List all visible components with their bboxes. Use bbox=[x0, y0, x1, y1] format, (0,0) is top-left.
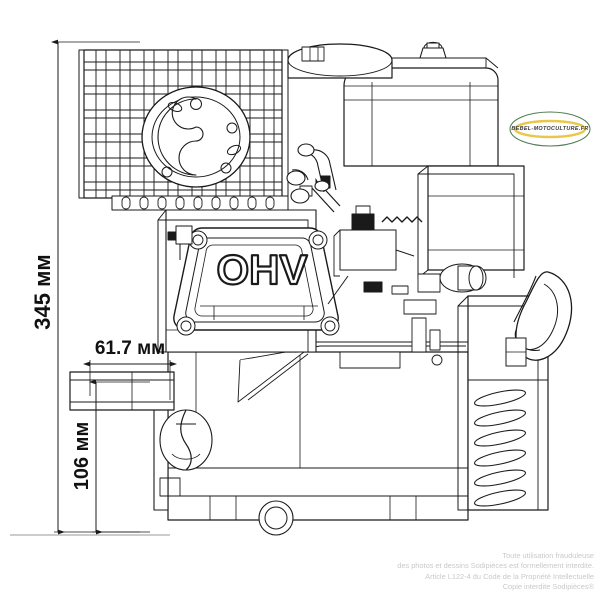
dimension-label-345: 345 мм bbox=[30, 254, 55, 329]
breather-tube bbox=[286, 143, 337, 204]
flywheel-cover bbox=[287, 43, 393, 79]
copyright-line-2: des photos et dessins Sodipièces est for… bbox=[397, 561, 594, 571]
engine-assembly: OHV bbox=[10, 41, 573, 536]
dimension-overall-height: 345 мм bbox=[30, 39, 140, 535]
spark-plug bbox=[167, 225, 193, 260]
air-filter-housing bbox=[417, 165, 525, 293]
fuel-tank bbox=[343, 41, 499, 167]
valve-cover bbox=[173, 227, 340, 336]
fuel-tank-cap bbox=[419, 41, 447, 59]
head-bolt-row bbox=[111, 195, 289, 211]
dimension-label-61-7: 61.7 мм bbox=[95, 338, 165, 359]
exhaust-port-flange bbox=[141, 86, 251, 188]
output-shaft bbox=[69, 371, 175, 411]
side-detail bbox=[339, 273, 443, 369]
dimension-shaft-height: 106 мм bbox=[71, 379, 150, 535]
valve-cover-ohv-text: OHV bbox=[216, 246, 307, 293]
copyright-notice: Toute utilisation frauduleuse des photos… bbox=[397, 551, 594, 592]
copyright-line-4: Copie interdite Sodipièces® bbox=[502, 581, 594, 591]
copyright-line-3: Article L122-4 du Code de la Propriété I… bbox=[425, 571, 594, 581]
oil-drain-boss bbox=[258, 500, 294, 536]
copyright-line-1: Toute utilisation frauduleuse bbox=[502, 551, 594, 561]
air-filter-knob bbox=[439, 263, 487, 293]
dimension-shaft-offset: 61.7 мм bbox=[83, 338, 177, 400]
dimension-label-106: 106 мм bbox=[71, 422, 93, 491]
crankcase bbox=[167, 341, 469, 536]
lower-left-housing bbox=[153, 399, 213, 511]
recoil-starter-handle bbox=[505, 271, 573, 367]
